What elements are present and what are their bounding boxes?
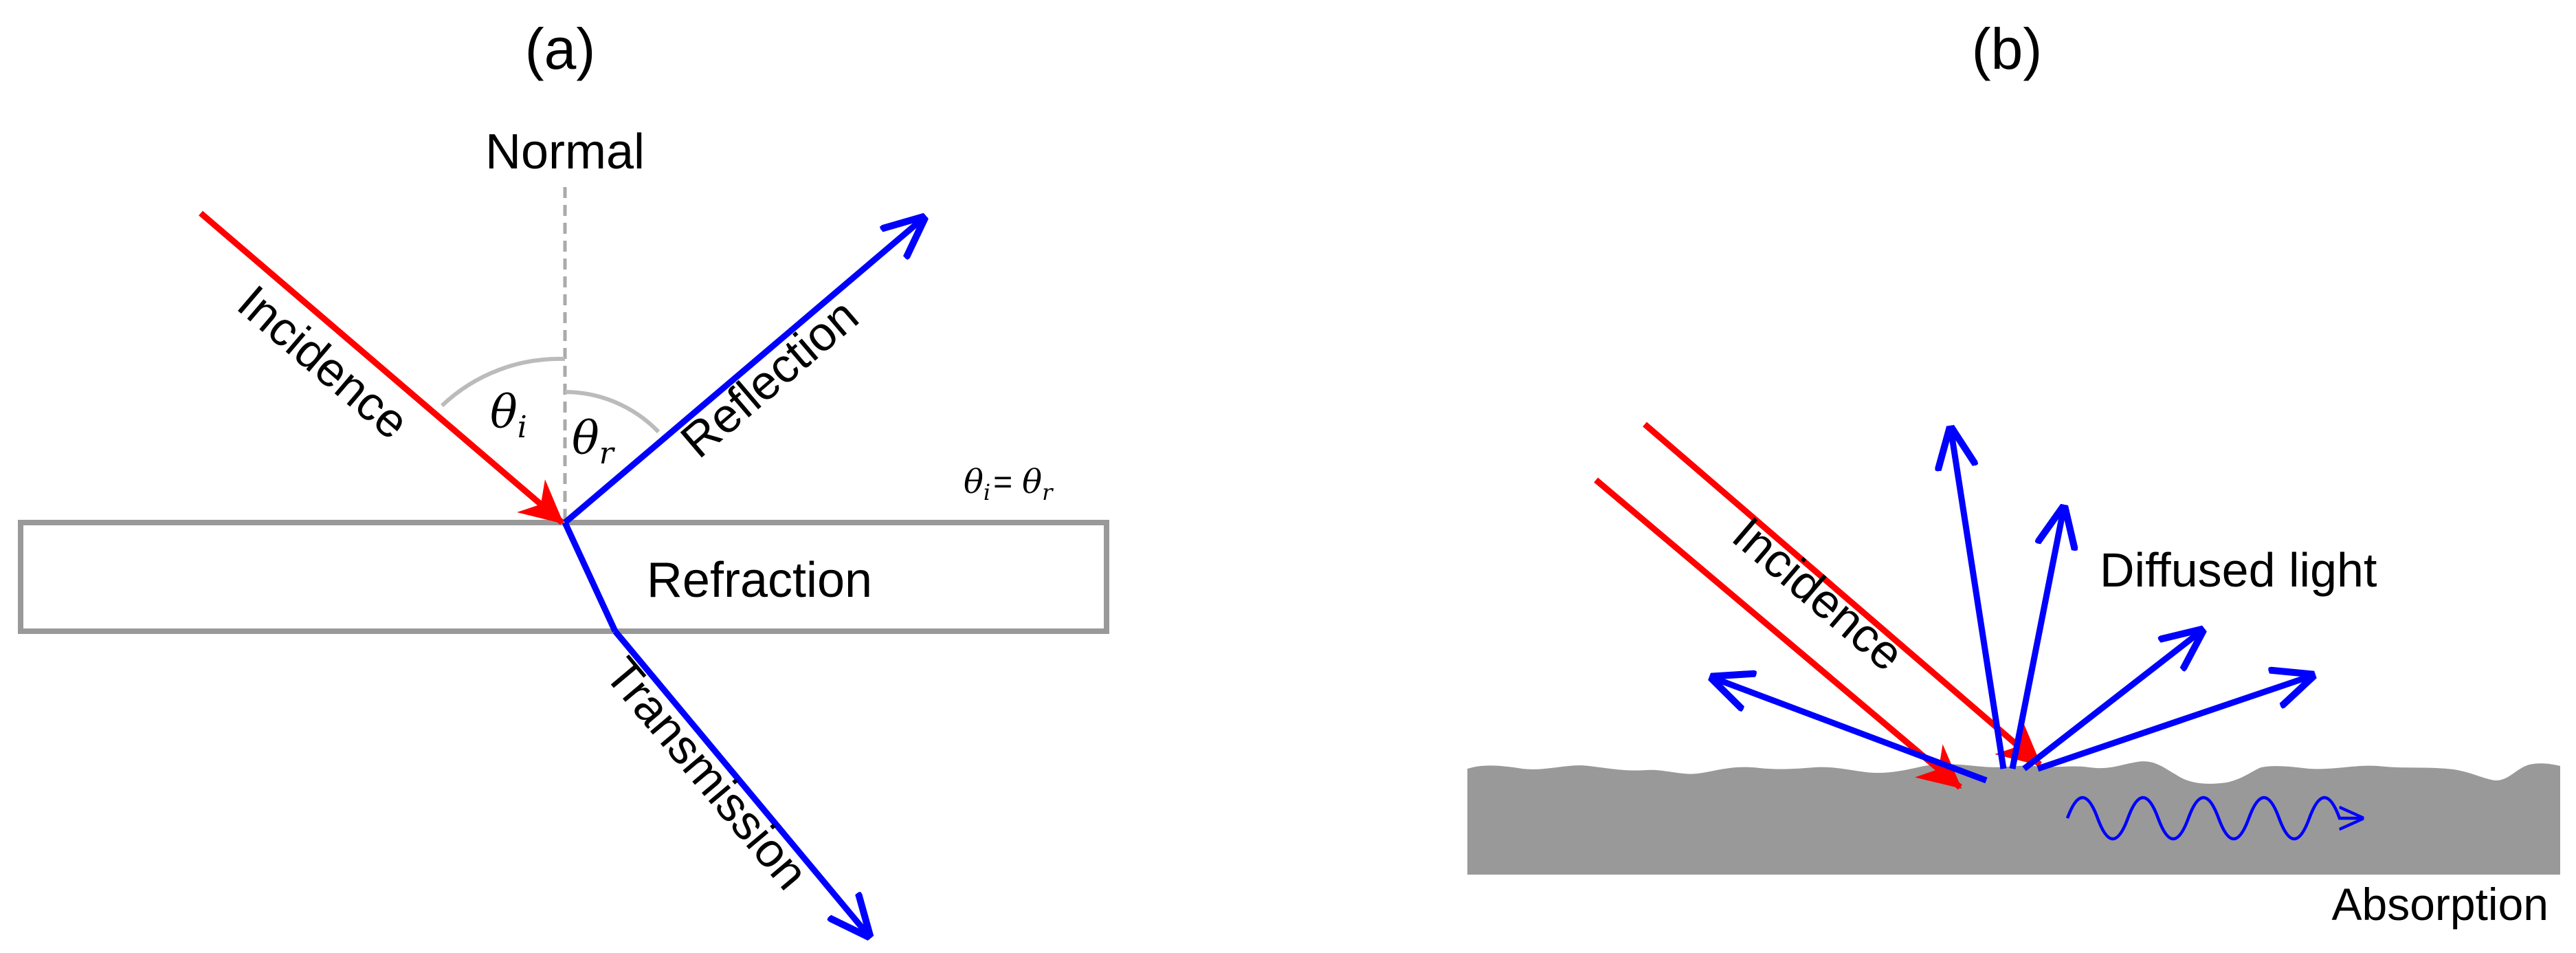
incident-ray-1 <box>1594 477 1962 790</box>
transmission-label: Transmission <box>595 647 819 899</box>
theta-i-symbol: θi <box>490 386 527 445</box>
refracted-ray <box>562 521 619 633</box>
absorption-label: Absorption <box>2331 879 2549 930</box>
diffused-light-label: Diffused light <box>2100 543 2377 597</box>
reflection-label: Reflection <box>671 288 868 468</box>
panel-b-label: (b) <box>1972 17 2043 81</box>
incident-ray <box>199 210 564 525</box>
refraction-label: Refraction <box>647 553 872 608</box>
eq-sub-i: i <box>984 479 990 505</box>
theta-i-arc <box>440 356 566 408</box>
incident-ray-2 <box>1643 421 2042 767</box>
absorption-wave <box>2065 796 2362 841</box>
reflected-ray <box>563 217 924 525</box>
theta-r-subscript: r <box>599 436 616 471</box>
diffused-ray-4 <box>2022 630 2203 771</box>
incidence-label-b: Incidence <box>1722 507 1914 681</box>
angle-equality: θi=θr <box>964 463 1054 505</box>
panel-b: (b) Absorption Incidence Diffused light <box>1467 17 2560 930</box>
diffused-ray-3 <box>2009 507 2064 769</box>
panel-a: (a) Normal Refraction Incidence Reflecti… <box>18 17 1109 936</box>
rough-surface <box>1467 761 2560 875</box>
eq-sub-r: r <box>1042 479 1054 505</box>
eq-operator: = <box>993 464 1012 501</box>
diffused-ray-2 <box>1951 428 2007 769</box>
eq-theta-r: θ <box>1022 463 1042 501</box>
normal-label: Normal <box>485 124 645 179</box>
diffused-ray-5 <box>2036 675 2313 772</box>
theta-i-theta: θ <box>490 386 518 439</box>
theta-r-theta: θ <box>572 412 599 465</box>
theta-r-symbol: θr <box>572 412 616 471</box>
panel-a-label: (a) <box>525 17 596 81</box>
incidence-label-a: Incidence <box>227 275 419 450</box>
eq-theta-i: θ <box>964 463 984 501</box>
refraction-slab <box>18 520 1109 634</box>
transmitted-ray <box>612 629 869 936</box>
theta-i-subscript: i <box>518 410 527 445</box>
diffused-ray-1 <box>1711 677 1988 784</box>
theta-r-arc <box>564 390 660 434</box>
